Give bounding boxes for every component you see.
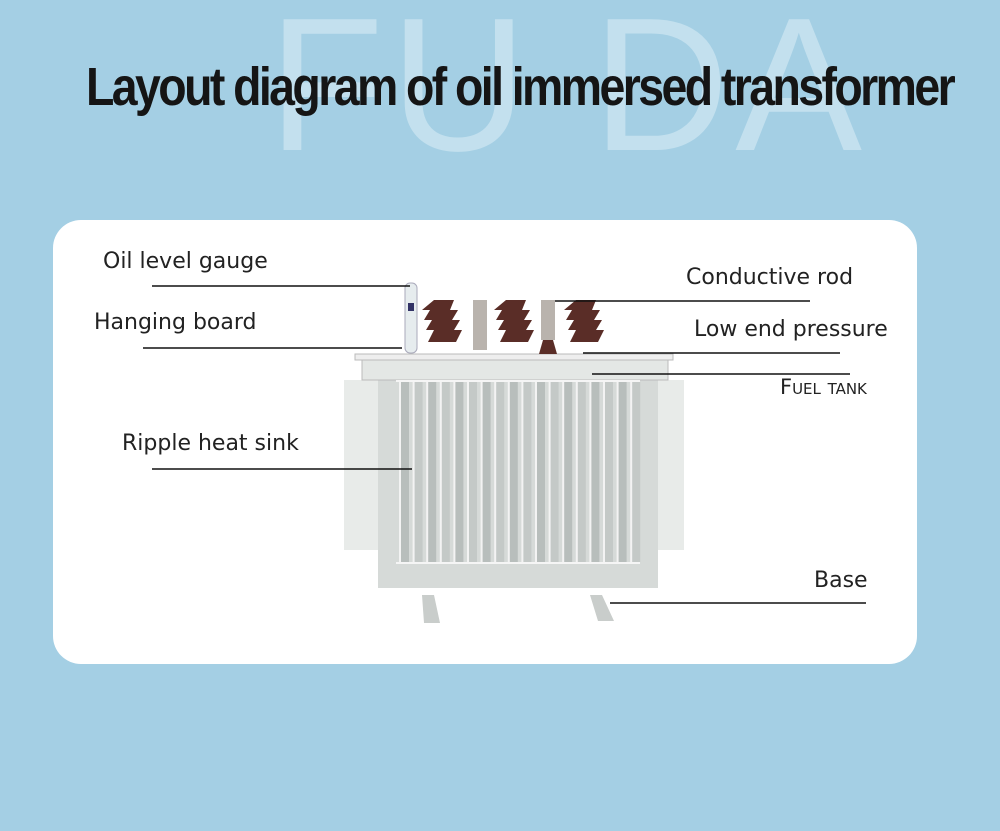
radiator-fin: [631, 382, 641, 562]
label-conductive-rod: Conductive rod: [686, 265, 854, 290]
radiator-fin: [590, 382, 600, 562]
radiator-fin: [454, 382, 464, 562]
radiator-fin: [576, 382, 586, 562]
transformer: [344, 282, 684, 623]
label-base: Base: [814, 568, 868, 593]
radiator-fin: [617, 382, 627, 562]
radiator-fin: [481, 382, 491, 562]
radiator-fin: [495, 382, 505, 562]
radiator-fin: [536, 382, 545, 562]
radiator-fin: [400, 382, 409, 562]
radiator-fin: [549, 382, 559, 562]
label-ripple-heat-sink: Ripple heat sink: [122, 431, 299, 456]
label-fuel-tank: Fuel tank: [780, 375, 867, 399]
radiator-fin: [508, 382, 518, 562]
label-low-end-pressure: Low end pressure: [694, 317, 888, 342]
radiator-fin: [427, 382, 437, 562]
radiator-fin: [563, 382, 573, 562]
label-hanging-board: Hanging board: [94, 310, 257, 335]
radiator-fin: [468, 382, 477, 562]
radiator-fin: [413, 382, 423, 562]
radiator-fin: [440, 382, 450, 562]
label-oil-level-gauge: Oil level gauge: [103, 249, 268, 274]
watermark: FU DA: [268, 0, 868, 191]
radiator-fin: [522, 382, 532, 562]
radiator-fin: [604, 382, 613, 562]
leader-lines: [143, 285, 866, 604]
page-title: Layout diagram of oil immersed transform…: [86, 57, 956, 117]
